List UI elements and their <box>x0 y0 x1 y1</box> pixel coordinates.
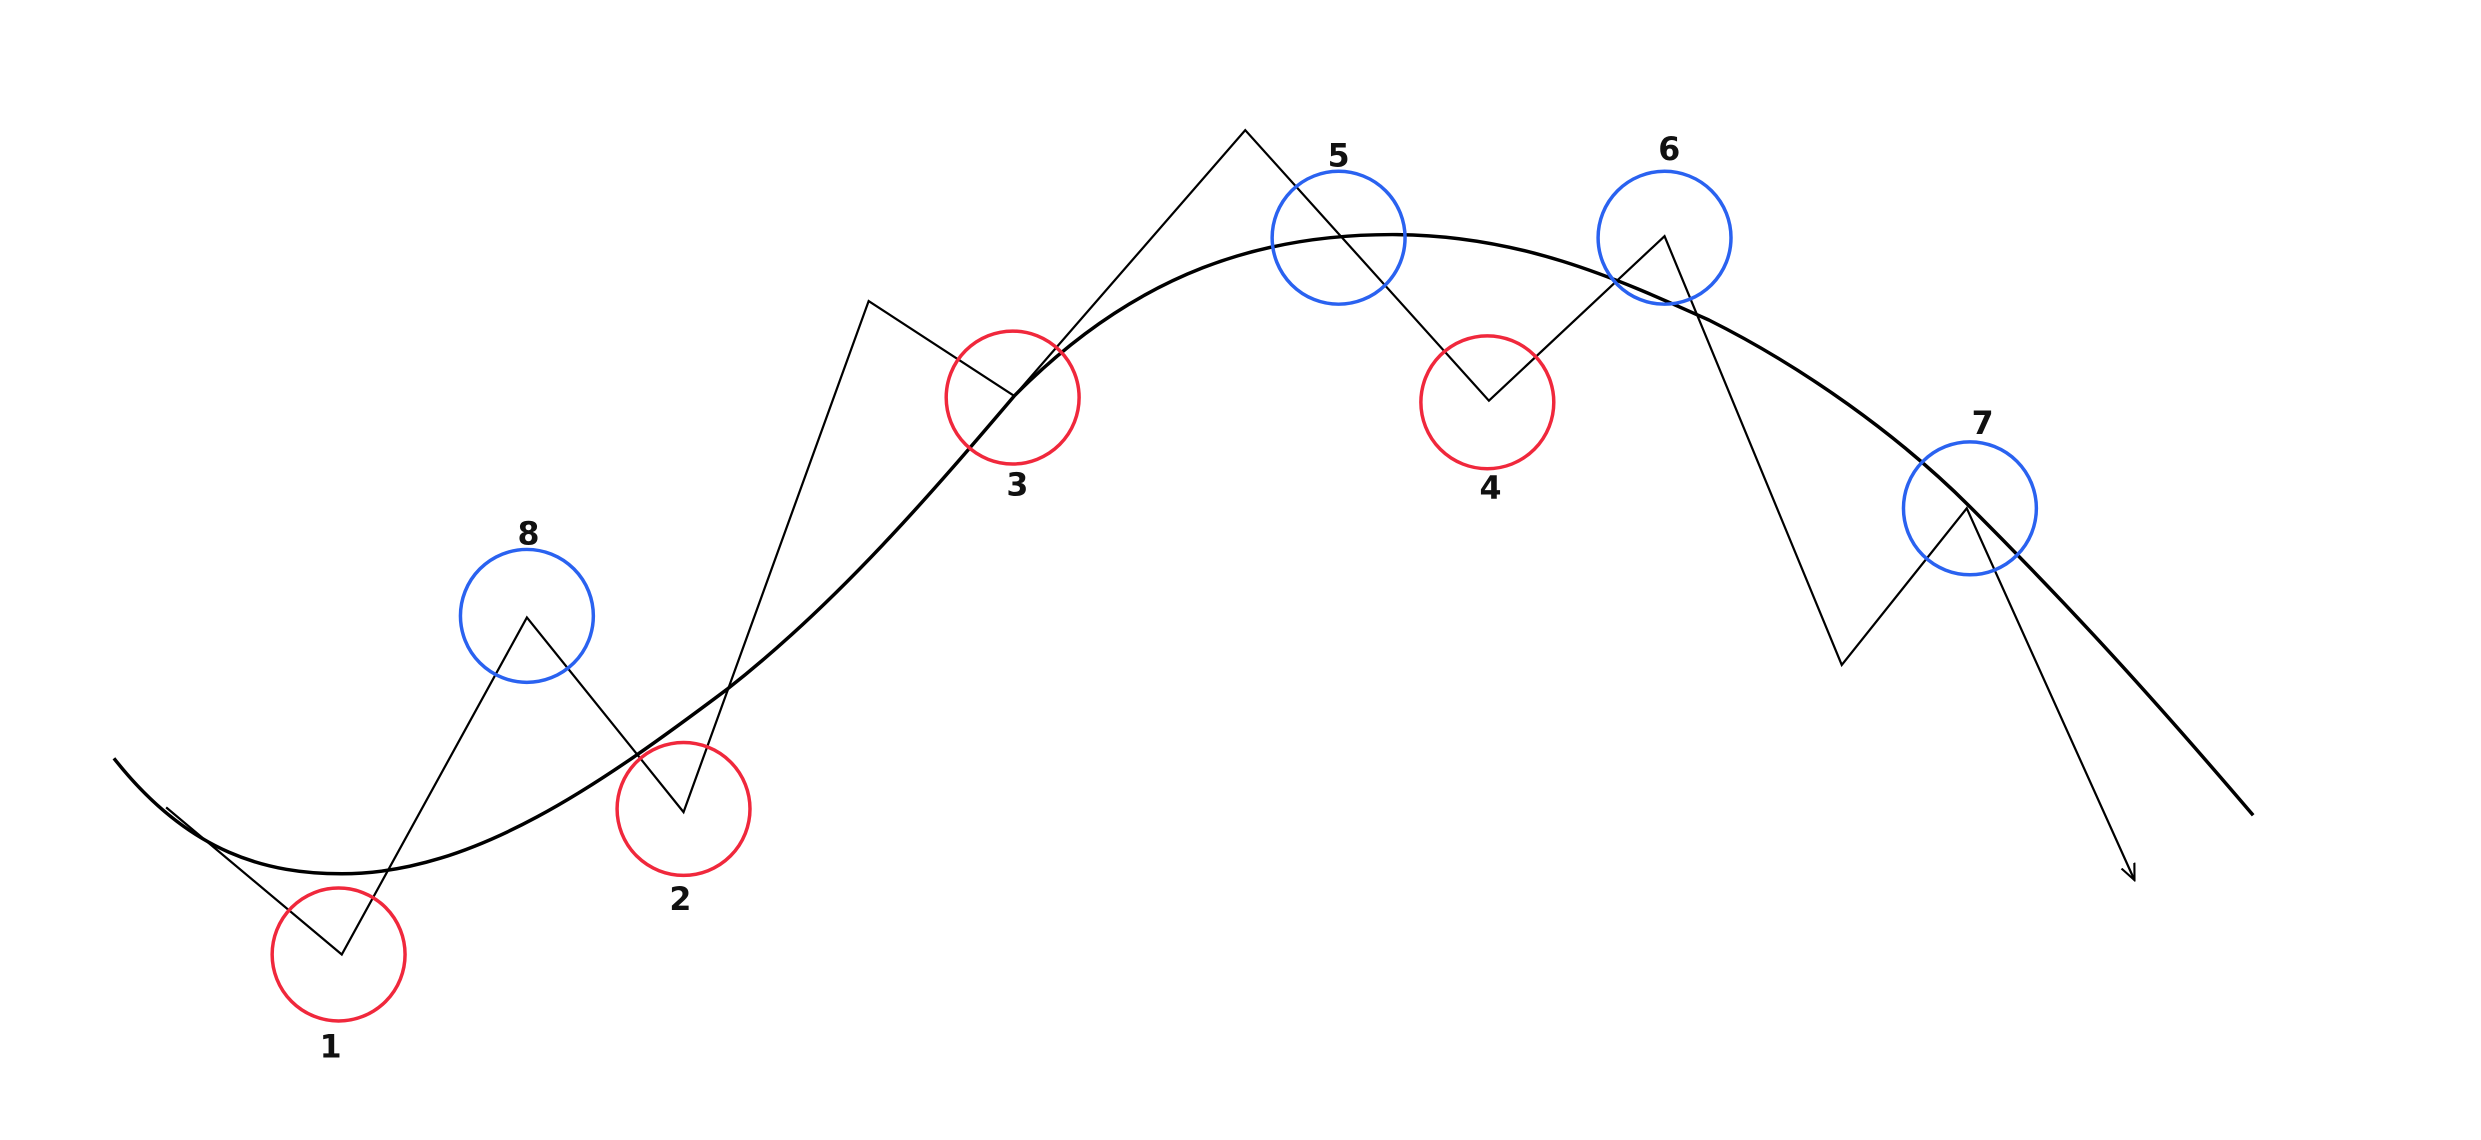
marker-6: 6 <box>1596 132 1733 306</box>
low-circle <box>270 886 407 1023</box>
marker-label: 2 <box>669 882 691 918</box>
low-circle <box>615 740 752 878</box>
marker-5: 5 <box>1270 139 1407 306</box>
high-circle <box>1270 169 1407 306</box>
marker-2: 2 <box>615 740 752 918</box>
price-zigzag-line <box>165 128 2134 957</box>
marker-label: 7 <box>1972 406 1994 442</box>
marker-8: 8 <box>458 517 596 685</box>
marker-label: 6 <box>1658 132 1680 168</box>
marker-label: 8 <box>517 517 539 553</box>
trend-curve <box>112 232 2255 876</box>
marker-label: 5 <box>1328 139 1350 175</box>
high-circle <box>1596 169 1733 306</box>
marker-7: 7 <box>1901 406 2039 577</box>
marker-1: 1 <box>270 886 407 1065</box>
marker-label: 3 <box>1006 468 1028 504</box>
low-circle <box>1419 334 1556 471</box>
marker-3: 3 <box>944 329 1081 504</box>
high-circle <box>458 547 596 685</box>
high-circle <box>1901 440 2039 577</box>
marker-4: 4 <box>1419 334 1556 507</box>
low-circle <box>944 329 1081 466</box>
marker-label: 1 <box>320 1029 342 1065</box>
marker-label: 4 <box>1479 471 1501 507</box>
